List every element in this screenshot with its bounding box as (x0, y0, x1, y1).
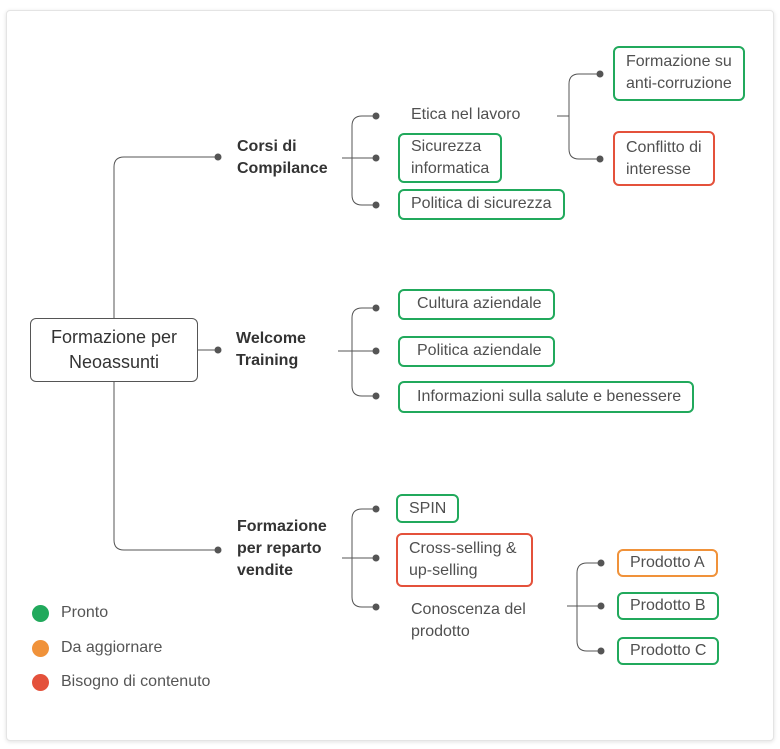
node-spin[interactable]: SPIN (396, 494, 460, 523)
connector-dot (214, 346, 222, 354)
connector-dot (372, 392, 380, 400)
red-dot-icon (32, 673, 49, 691)
connector-dot (372, 112, 380, 120)
branch-welcome-training[interactable]: Welcome Training (236, 330, 306, 369)
node-prodotto-c[interactable]: Prodotto C (617, 637, 720, 665)
node-cross-selling[interactable]: Cross-selling & up-selling (396, 533, 533, 587)
node-conoscenza-prodotto[interactable]: Conoscenza del prodotto (411, 601, 526, 640)
node-politica-sicurezza[interactable]: Politica di sicurezza (398, 189, 565, 220)
connector-dot (372, 154, 380, 162)
connector-dot (372, 505, 380, 513)
node-politica-aziendale[interactable]: Politica aziendale (398, 336, 555, 367)
connector-dot (596, 155, 604, 163)
connector-dot (372, 201, 380, 209)
node-anticorruzione[interactable]: Formazione su anti-corruzione (613, 46, 745, 101)
legend-label-ready: Pronto (61, 604, 109, 621)
connector-dot (597, 647, 605, 655)
connector-dot (597, 602, 605, 610)
branch-vendite[interactable]: Formazione per reparto vendite (237, 518, 327, 579)
orange-dot-icon (32, 639, 49, 657)
node-etica[interactable]: Etica nel lavoro (411, 106, 521, 123)
connector-dot (597, 559, 605, 567)
root-node[interactable]: Formazione per Neoassunti (30, 318, 198, 382)
node-sicurezza-informatica[interactable]: Sicurezza informatica (398, 133, 503, 183)
connector-dot (214, 153, 222, 161)
node-conflitto-interesse[interactable]: Conflitto di interesse (613, 131, 715, 186)
branch-compliance[interactable]: Corsi di Compilance (237, 138, 328, 177)
node-prodotto-b[interactable]: Prodotto B (617, 592, 719, 620)
connector-dot (372, 603, 380, 611)
legend-label-update: Da aggiornare (61, 639, 163, 656)
node-cultura-aziendale[interactable]: Cultura aziendale (398, 289, 555, 320)
node-prodotto-a[interactable]: Prodotto A (617, 549, 718, 577)
green-dot-icon (32, 604, 49, 622)
connector-dot (214, 546, 222, 554)
legend-label-content: Bisogno di contenuto (61, 673, 211, 690)
connector-dot (372, 554, 380, 562)
connector-dot (372, 304, 380, 312)
legend-item-ready: Pronto (32, 604, 108, 622)
connector-dot (596, 70, 604, 78)
connector-dot (372, 347, 380, 355)
legend-item-update: Da aggiornare (32, 639, 162, 657)
node-salute-benessere[interactable]: Informazioni sulla salute e benessere (398, 381, 695, 413)
legend-item-content: Bisogno di contenuto (32, 673, 210, 691)
